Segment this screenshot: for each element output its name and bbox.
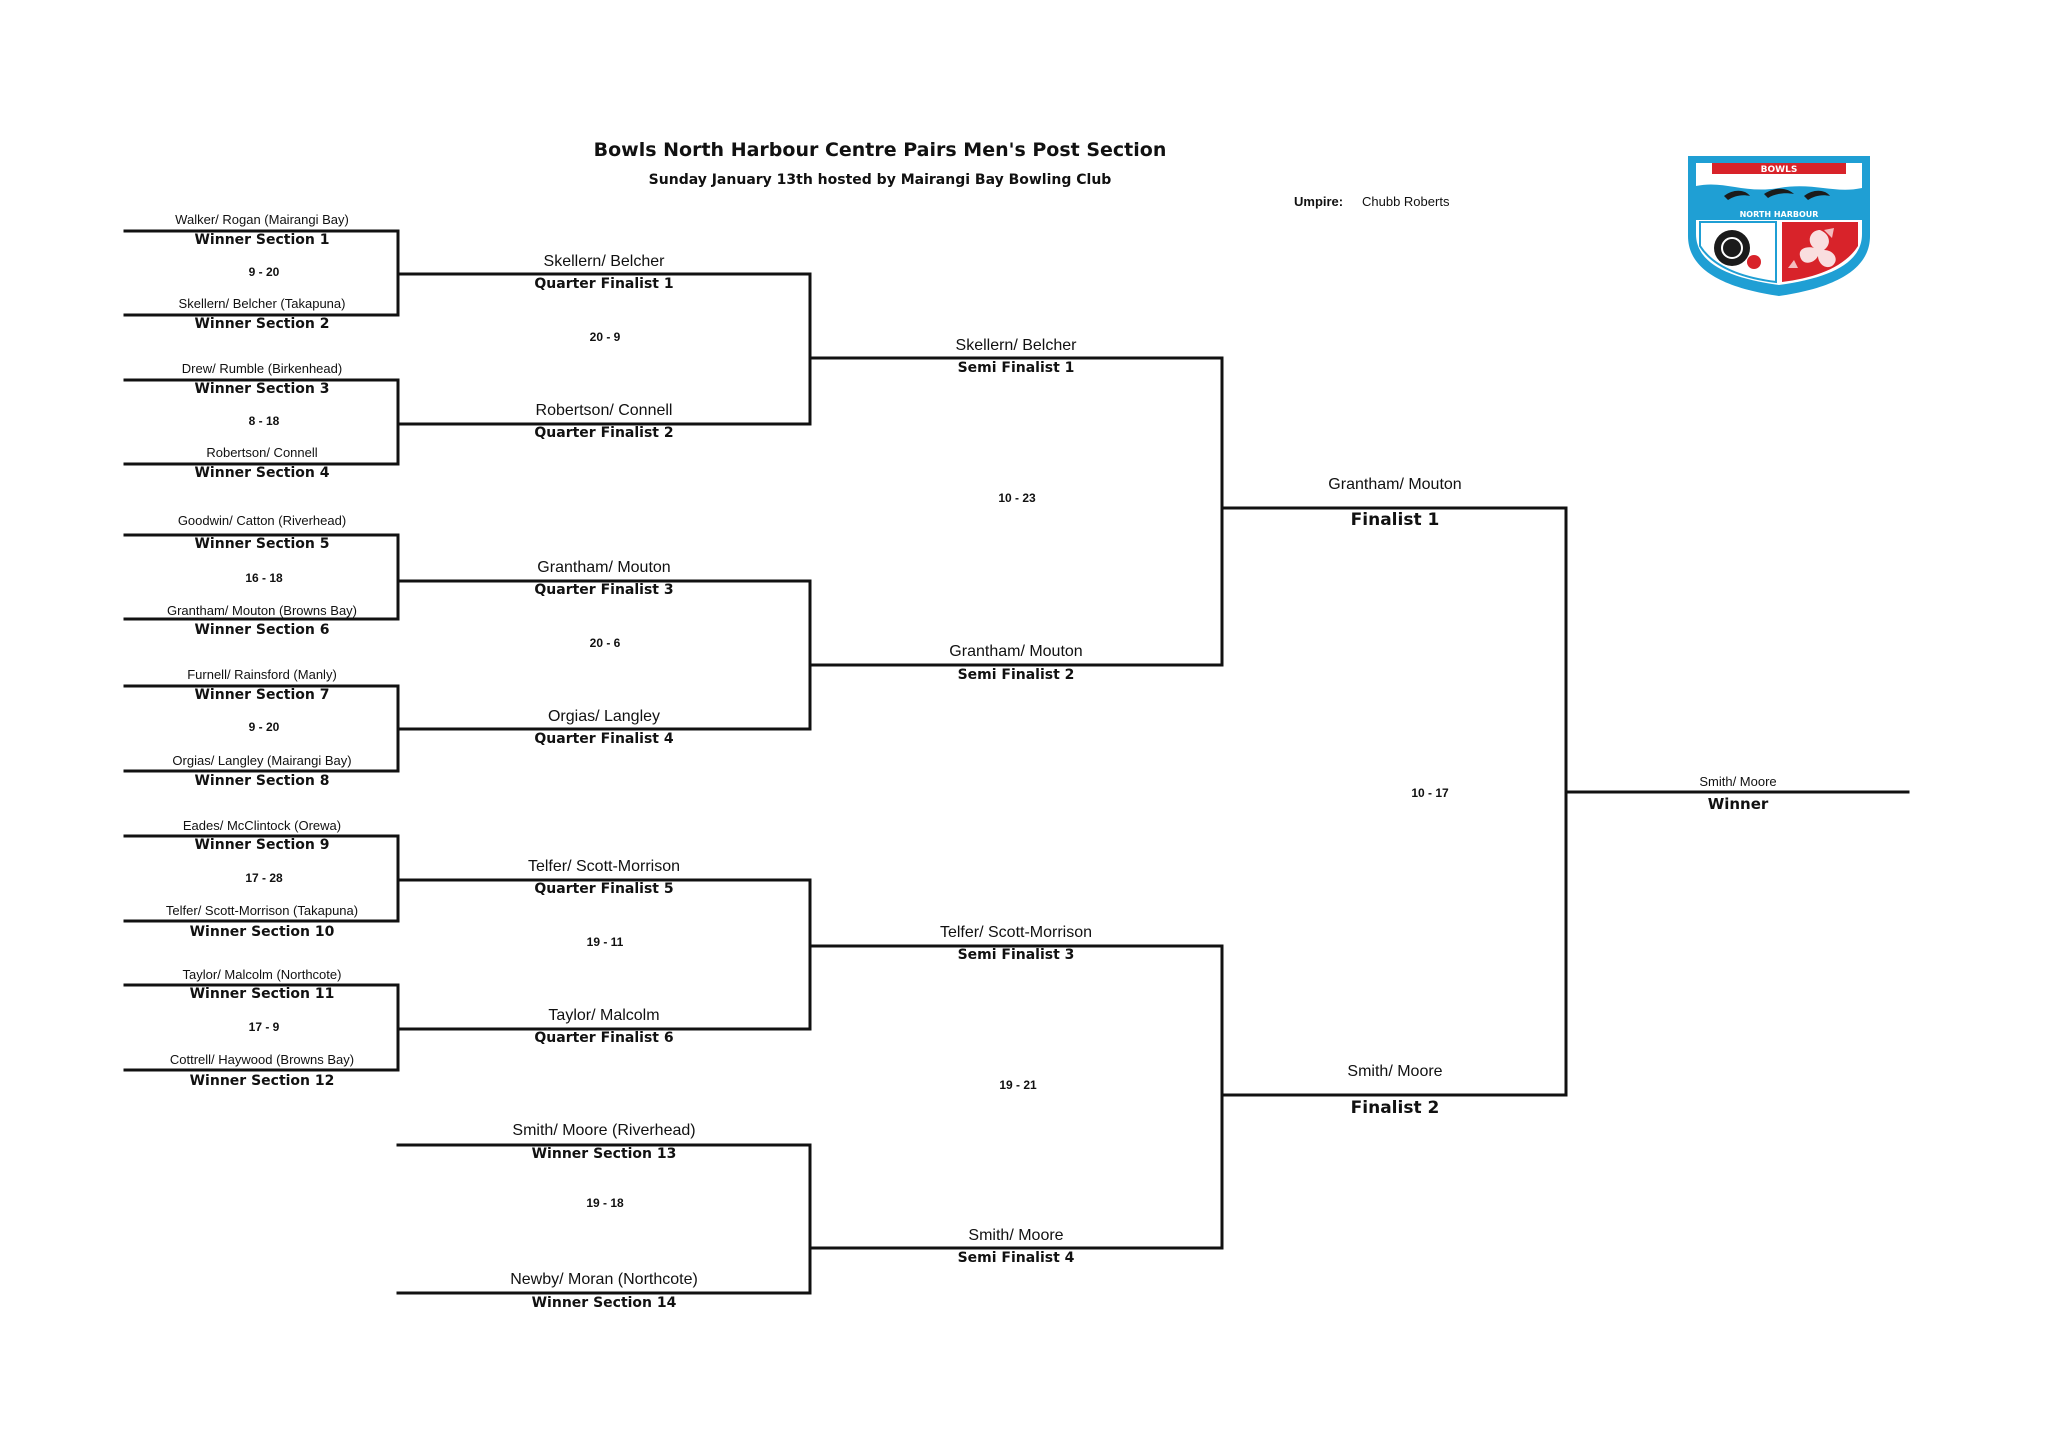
quarter-finalist-2-label: Quarter Finalist 2 bbox=[534, 425, 674, 441]
bowls-north-harbour-logo: BOWLS NORTH HARBOUR bbox=[1688, 156, 1870, 296]
semi-finalist-2-label: Semi Finalist 2 bbox=[957, 667, 1075, 683]
bracket-qf-2 bbox=[808, 579, 1224, 731]
finalist-2-label: Finalist 2 bbox=[1350, 1098, 1440, 1118]
winner-label: Winner bbox=[1707, 795, 1769, 813]
section-score-2: 8 - 18 bbox=[248, 414, 280, 428]
quarter-score-1: 20 - 9 bbox=[589, 330, 621, 344]
quarter-finalist-4-label: Quarter Finalist 4 bbox=[534, 731, 674, 747]
section-score-7: 19 - 18 bbox=[586, 1196, 624, 1210]
section-11-label: Winner Section 11 bbox=[189, 986, 335, 1002]
quarter-finalist-6-team: Taylor/ Malcolm bbox=[548, 1007, 660, 1024]
bracket-r1-3 bbox=[123, 533, 812, 621]
semi-score-1: 10 - 23 bbox=[998, 491, 1036, 505]
section-7-label: Winner Section 7 bbox=[194, 687, 330, 703]
quarter-score-2: 20 - 6 bbox=[589, 636, 621, 650]
bracket-r1-6 bbox=[123, 983, 812, 1072]
section-3-label: Winner Section 3 bbox=[194, 381, 330, 397]
section-1-label: Winner Section 1 bbox=[194, 232, 330, 248]
bracket-sf-2 bbox=[1220, 944, 1568, 1250]
section-11-team: Taylor/ Malcolm (Northcote) bbox=[182, 967, 342, 982]
bracket-r1-1 bbox=[123, 229, 812, 317]
quarter-finalist-1-team: Skellern/ Belcher bbox=[543, 253, 665, 270]
quarter-finalist-4-team: Orgias/ Langley bbox=[547, 708, 661, 725]
section-5-team: Goodwin/ Catton (Riverhead) bbox=[177, 513, 347, 528]
section-4-label: Winner Section 4 bbox=[194, 465, 330, 481]
quarter-finalist-3-team: Grantham/ Mouton bbox=[537, 559, 671, 576]
dolphin-icon bbox=[1724, 188, 1830, 200]
section-8-label: Winner Section 8 bbox=[194, 773, 330, 789]
bracket-qf-1 bbox=[808, 272, 1224, 426]
section-4-team: Robertson/ Connell bbox=[206, 445, 318, 460]
section-12-label: Winner Section 12 bbox=[189, 1073, 335, 1089]
section-score-1: 9 - 20 bbox=[248, 265, 280, 279]
section-6-label: Winner Section 6 bbox=[194, 622, 330, 638]
bracket-r1-2 bbox=[123, 378, 812, 466]
bracket-sf-1 bbox=[1220, 356, 1568, 667]
bracket-r1-5 bbox=[123, 834, 812, 923]
quarter-finalist-1-label: Quarter Finalist 1 bbox=[534, 276, 674, 292]
finalist-1-label: Finalist 1 bbox=[1350, 510, 1440, 530]
section-1-team: Walker/ Rogan (Mairangi Bay) bbox=[175, 212, 349, 227]
quarter-finalist-3-label: Quarter Finalist 3 bbox=[534, 582, 674, 598]
page-subtitle: Sunday January 13th hosted by Mairangi B… bbox=[648, 172, 1112, 188]
section-9-team: Eades/ McClintock (Orewa) bbox=[182, 818, 342, 833]
finalist-2-team: Smith/ Moore bbox=[1347, 1063, 1443, 1080]
page-title: Bowls North Harbour Centre Pairs Men's P… bbox=[593, 139, 1167, 161]
semi-finalist-3-team: Telfer/ Scott-Morrison bbox=[939, 924, 1093, 941]
section-5-label: Winner Section 5 bbox=[194, 536, 330, 552]
section-score-5: 17 - 28 bbox=[245, 871, 283, 885]
semi-score-2: 19 - 21 bbox=[999, 1078, 1037, 1092]
quarter-finalist-6-label: Quarter Finalist 6 bbox=[534, 1030, 674, 1046]
umpire-label: Umpire: bbox=[1294, 194, 1344, 209]
section-6-team: Grantham/ Mouton (Browns Bay) bbox=[166, 603, 358, 618]
section-14-label: Winner Section 14 bbox=[531, 1295, 677, 1311]
logo-band-text: NORTH HARBOUR bbox=[1740, 210, 1819, 219]
quarter-finalist-5-label: Quarter Finalist 5 bbox=[534, 881, 674, 897]
section-13-label: Winner Section 13 bbox=[531, 1146, 677, 1162]
bracket-qf-3 bbox=[808, 878, 1224, 1031]
quarter-finalist-2-team: Robertson/ Connell bbox=[535, 402, 673, 419]
semi-finalist-1-team: Skellern/ Belcher bbox=[955, 337, 1077, 354]
section-10-label: Winner Section 10 bbox=[189, 924, 335, 940]
quarter-finalist-5-team: Telfer/ Scott-Morrison bbox=[527, 858, 681, 875]
bracket-r1-4 bbox=[123, 684, 812, 773]
semi-finalist-4-team: Smith/ Moore bbox=[968, 1227, 1064, 1244]
hibiscus-icon bbox=[1799, 230, 1836, 268]
section-score-4: 9 - 20 bbox=[248, 720, 280, 734]
section-13-team: Smith/ Moore (Riverhead) bbox=[512, 1122, 696, 1139]
section-2-label: Winner Section 2 bbox=[194, 316, 330, 332]
section-8-team: Orgias/ Langley (Mairangi Bay) bbox=[172, 753, 352, 768]
section-2-team: Skellern/ Belcher (Takapuna) bbox=[178, 296, 346, 311]
semi-finalist-4-label: Semi Finalist 4 bbox=[957, 1250, 1075, 1266]
bowls-ball-icon bbox=[1714, 230, 1750, 266]
section-7-team: Furnell/ Rainsford (Manly) bbox=[187, 667, 337, 682]
section-score-6: 17 - 9 bbox=[248, 1020, 280, 1034]
section-9-label: Winner Section 9 bbox=[194, 837, 330, 853]
finalist-1-team: Grantham/ Mouton bbox=[1328, 476, 1462, 493]
section-12-team: Cottrell/ Haywood (Browns Bay) bbox=[169, 1052, 355, 1067]
logo-banner-text: BOWLS bbox=[1761, 165, 1798, 175]
bracket-r1-7 bbox=[396, 1143, 1224, 1295]
winner-team: Smith/ Moore bbox=[1699, 774, 1777, 789]
section-14-team: Newby/ Moran (Northcote) bbox=[510, 1271, 698, 1288]
section-3-team: Drew/ Rumble (Birkenhead) bbox=[181, 361, 343, 376]
final-score: 10 - 17 bbox=[1411, 786, 1449, 800]
semi-finalist-3-label: Semi Finalist 3 bbox=[957, 947, 1075, 963]
bracket-final bbox=[1564, 506, 1910, 1097]
umpire-name: Chubb Roberts bbox=[1362, 194, 1450, 209]
section-score-3: 16 - 18 bbox=[245, 571, 283, 585]
semi-finalist-1-label: Semi Finalist 1 bbox=[957, 360, 1075, 376]
section-10-team: Telfer/ Scott-Morrison (Takapuna) bbox=[165, 903, 359, 918]
semi-finalist-2-team: Grantham/ Mouton bbox=[949, 643, 1083, 660]
quarter-score-3: 19 - 11 bbox=[586, 935, 624, 949]
